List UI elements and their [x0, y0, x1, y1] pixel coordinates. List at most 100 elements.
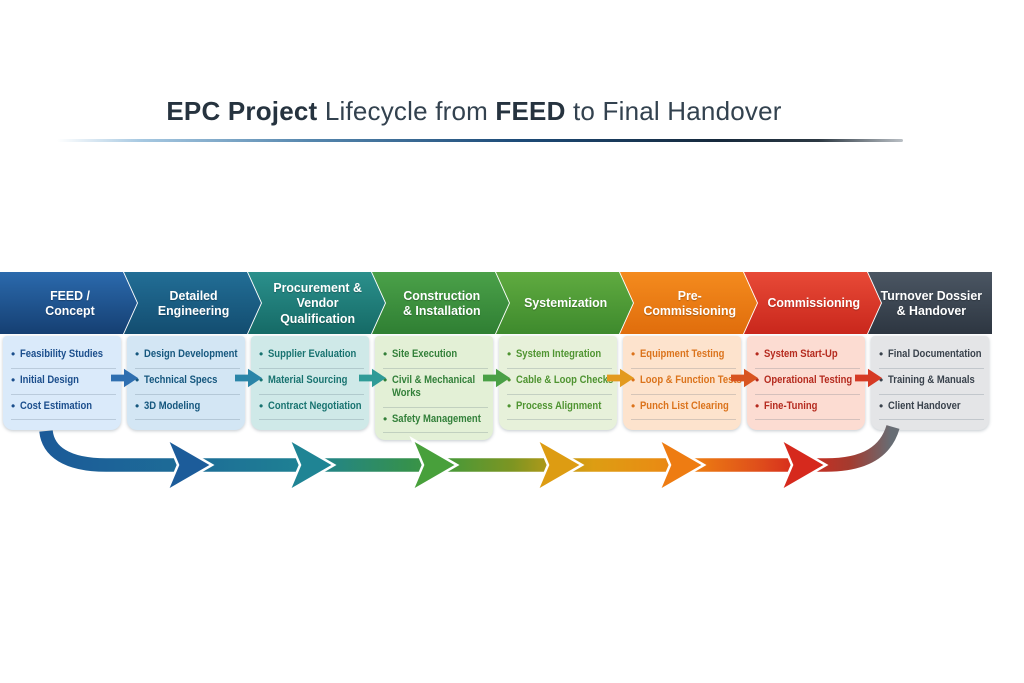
bullet-icon: • [383, 347, 388, 361]
stage-header: Systemization [496, 272, 633, 334]
stage-column: FEED / Concept • Feasibility Studies • I… [0, 272, 138, 430]
stage-header: Pre- Commissioning [620, 272, 757, 334]
bullet-icon: • [879, 347, 884, 361]
bullet-icon: • [631, 347, 636, 361]
stage-item-label: Initial Design [20, 373, 80, 386]
stage-title: Commissioning [767, 295, 860, 311]
stage-item: • Cost Estimation [11, 396, 116, 421]
stage-title: Systemization [523, 295, 608, 311]
stage-item-label: Design Development [144, 348, 238, 360]
bullet-icon: • [383, 372, 388, 387]
stage-item-label: Cable & Loop Checks [516, 373, 614, 386]
bullet-icon: • [631, 372, 636, 387]
stage-item: • Civil & Mechanical Works [383, 370, 488, 408]
stage-item: • Initial Design [11, 370, 116, 395]
bullet-icon: • [383, 411, 388, 426]
stage-item-label: Punch List Clearing [640, 399, 730, 412]
stage-column: Systemization • System Integration • Cab… [496, 272, 634, 430]
stage-row: FEED / Concept • Feasibility Studies • I… [0, 272, 992, 441]
stage-item: • Fine-Tuning [755, 396, 860, 421]
stage-column: Turnover Dossier & Handover • Final Docu… [868, 272, 992, 430]
stage-item: • Safety Management [383, 409, 488, 434]
stage-item: • Operational Testing [755, 370, 860, 395]
title-bold-text: EPC Project [166, 96, 318, 126]
stage-item-label: Technical Specs [144, 373, 218, 386]
bullet-icon: • [11, 347, 16, 361]
stage-header: Turnover Dossier & Handover [868, 272, 992, 334]
stage-title: Turnover Dossier & Handover [880, 287, 982, 318]
stage-title: Construction & Installation [402, 287, 481, 318]
title-bold-text: FEED [495, 96, 566, 126]
stage-item: • System Integration [507, 344, 612, 369]
stage-item-label: Contract Negotiation [268, 399, 362, 412]
stage-body: • Design Development • Technical Specs •… [127, 336, 245, 430]
bullet-icon: • [259, 398, 264, 413]
stage-item: • Punch List Clearing [631, 396, 736, 421]
bullet-icon: • [259, 347, 264, 361]
bullet-icon: • [11, 372, 16, 387]
stage-header: Procurement & Vendor Qualification [248, 272, 385, 334]
bullet-icon: • [879, 398, 884, 413]
title-text: to Final Handover [565, 96, 782, 126]
stage-item: • Cable & Loop Checks [507, 370, 614, 395]
stage-item-label: System Integration [516, 348, 602, 360]
stage-item: • Material Sourcing [259, 370, 364, 395]
stage-item-label: Safety Management [392, 412, 482, 425]
bullet-icon: • [135, 398, 140, 413]
stage-item-label: Equipment Testing [640, 348, 725, 360]
bullet-icon: • [135, 372, 140, 387]
bullet-icon: • [631, 398, 636, 413]
stage-item-list: • Equipment Testing • Loop & Function Te… [631, 344, 742, 421]
stage-item: • 3D Modeling [135, 396, 240, 421]
stage-body: • Site Execution • Civil & Mechanical Wo… [375, 336, 493, 441]
stage-item-list: • Design Development • Technical Specs •… [135, 344, 240, 421]
bullet-icon: • [755, 398, 760, 413]
stage-item-list: • System Start-Up • Operational Testing … [755, 344, 860, 421]
stage-title: Detailed Engineering [157, 287, 230, 318]
stage-header: Detailed Engineering [124, 272, 261, 334]
stage-item-label: Civil & Mechanical Works [392, 373, 476, 400]
stage-item: • Supplier Evaluation [259, 344, 364, 369]
stage-item-label: 3D Modeling [144, 399, 201, 412]
flow-arrowhead-icon [656, 436, 707, 494]
stage-item: • Client Handover [879, 396, 984, 421]
stage-item: • System Start-Up [755, 344, 860, 369]
flow-arrowhead-icon [164, 436, 215, 494]
stage-item-label: Fine-Tuning [764, 399, 818, 412]
page-title: EPC Project Lifecycle from FEED to Final… [0, 96, 948, 127]
process-flow-arrow [39, 425, 900, 494]
stage-item-label: Cost Estimation [20, 399, 93, 412]
stage-body: • Equipment Testing • Loop & Function Te… [623, 336, 742, 430]
stage-body: • Supplier Evaluation • Material Sourcin… [251, 336, 369, 430]
flow-arrowhead-icon [286, 436, 337, 494]
stage-item-label: Feasibility Studies [20, 348, 104, 360]
stage-header: Commissioning [744, 272, 881, 334]
stage-title: Procurement & Vendor Qualification [273, 280, 362, 326]
stage-column: Procurement & Vendor Qualification • Sup… [248, 272, 386, 430]
stage-body: • System Start-Up • Operational Testing … [747, 336, 865, 430]
stage-item-label: Client Handover [888, 399, 961, 412]
bullet-icon: • [755, 372, 760, 387]
stage-column: Detailed Engineering • Design Developmen… [124, 272, 262, 430]
stage-item-label: Material Sourcing [268, 373, 348, 386]
bullet-icon: • [507, 372, 512, 387]
stage-body: • Feasibility Studies • Initial Design •… [3, 336, 121, 430]
stage-item-label: Loop & Function Tests [640, 373, 742, 386]
bullet-icon: • [507, 398, 512, 413]
stage-item-list: • System Integration • Cable & Loop Chec… [507, 344, 614, 421]
stage-body: • System Integration • Cable & Loop Chec… [499, 336, 617, 430]
stage-item: • Site Execution [383, 344, 488, 369]
bullet-icon: • [11, 398, 16, 413]
stage-item: • Technical Specs [135, 370, 240, 395]
flow-arrowhead-icon [409, 436, 460, 494]
title-text: Lifecycle from [317, 96, 496, 126]
stage-title: FEED / Concept [44, 287, 95, 318]
stage-item-label: Final Documentation [888, 348, 982, 360]
stage-item-list: • Site Execution • Civil & Mechanical Wo… [383, 344, 488, 434]
stage-item-list: • Supplier Evaluation • Material Sourcin… [259, 344, 364, 421]
stage-title: Pre- Commissioning [643, 287, 736, 318]
stage-item-label: Operational Testing [764, 373, 853, 386]
stage-header: FEED / Concept [0, 272, 137, 334]
stage-item: • Contract Negotiation [259, 396, 364, 421]
stage-item: • Design Development [135, 344, 240, 369]
